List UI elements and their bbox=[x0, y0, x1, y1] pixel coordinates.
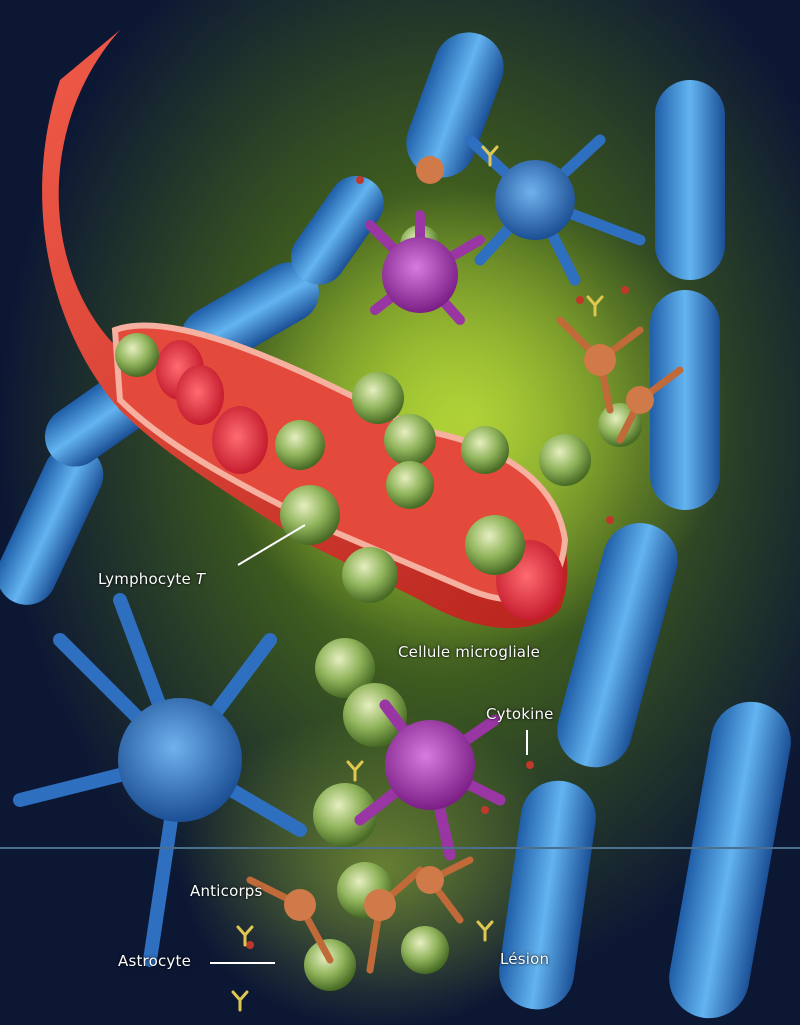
label-cytokine: Cytokine bbox=[486, 705, 554, 723]
astrocyte-body bbox=[118, 698, 242, 822]
lymphocyte-cell bbox=[115, 333, 159, 377]
cytokine-dot bbox=[606, 516, 614, 524]
lymphocyte-cell bbox=[280, 485, 340, 545]
label-antibody: Anticorps bbox=[190, 882, 263, 900]
astrocyte-body bbox=[584, 344, 616, 376]
label-microglial-cell: Cellule microgliale bbox=[398, 643, 540, 661]
lymphocyte-cell bbox=[539, 434, 591, 486]
cytokine-dot bbox=[481, 806, 489, 814]
label-astrocyte: Astrocyte bbox=[118, 952, 191, 970]
lymphocyte-cell bbox=[275, 420, 325, 470]
red-blood-cell bbox=[212, 406, 268, 474]
cytokine-dot bbox=[621, 286, 629, 294]
astrocyte-body bbox=[416, 156, 444, 184]
lymphocyte-cell bbox=[461, 426, 509, 474]
astrocyte-body bbox=[416, 866, 444, 894]
cytokine-dot bbox=[526, 761, 534, 769]
label-lesion: Lésion bbox=[500, 950, 549, 968]
lymphocyte-cell bbox=[386, 461, 434, 509]
astrocyte-body bbox=[364, 889, 396, 921]
lymphocyte-cell bbox=[304, 939, 356, 991]
astrocyte-body bbox=[626, 386, 654, 414]
myelin-segment bbox=[650, 290, 720, 510]
red-blood-cell bbox=[176, 365, 224, 425]
astrocyte-body bbox=[284, 889, 316, 921]
myelin-segment bbox=[655, 80, 725, 280]
lymphocyte-cell bbox=[401, 926, 449, 974]
label-lymphocyte-t: Lymphocyte T bbox=[98, 570, 205, 588]
lymphocyte-cell bbox=[384, 414, 436, 466]
lymphocyte-cell bbox=[352, 372, 404, 424]
microglia-body bbox=[382, 237, 458, 313]
lymphocyte-cell bbox=[342, 547, 398, 603]
microglia-body bbox=[385, 720, 475, 810]
astrocyte-body bbox=[495, 160, 575, 240]
cytokine-dot bbox=[246, 941, 254, 949]
cytokine-dot bbox=[576, 296, 584, 304]
cytokine-dot bbox=[356, 176, 364, 184]
lymphocyte-cell bbox=[465, 515, 525, 575]
